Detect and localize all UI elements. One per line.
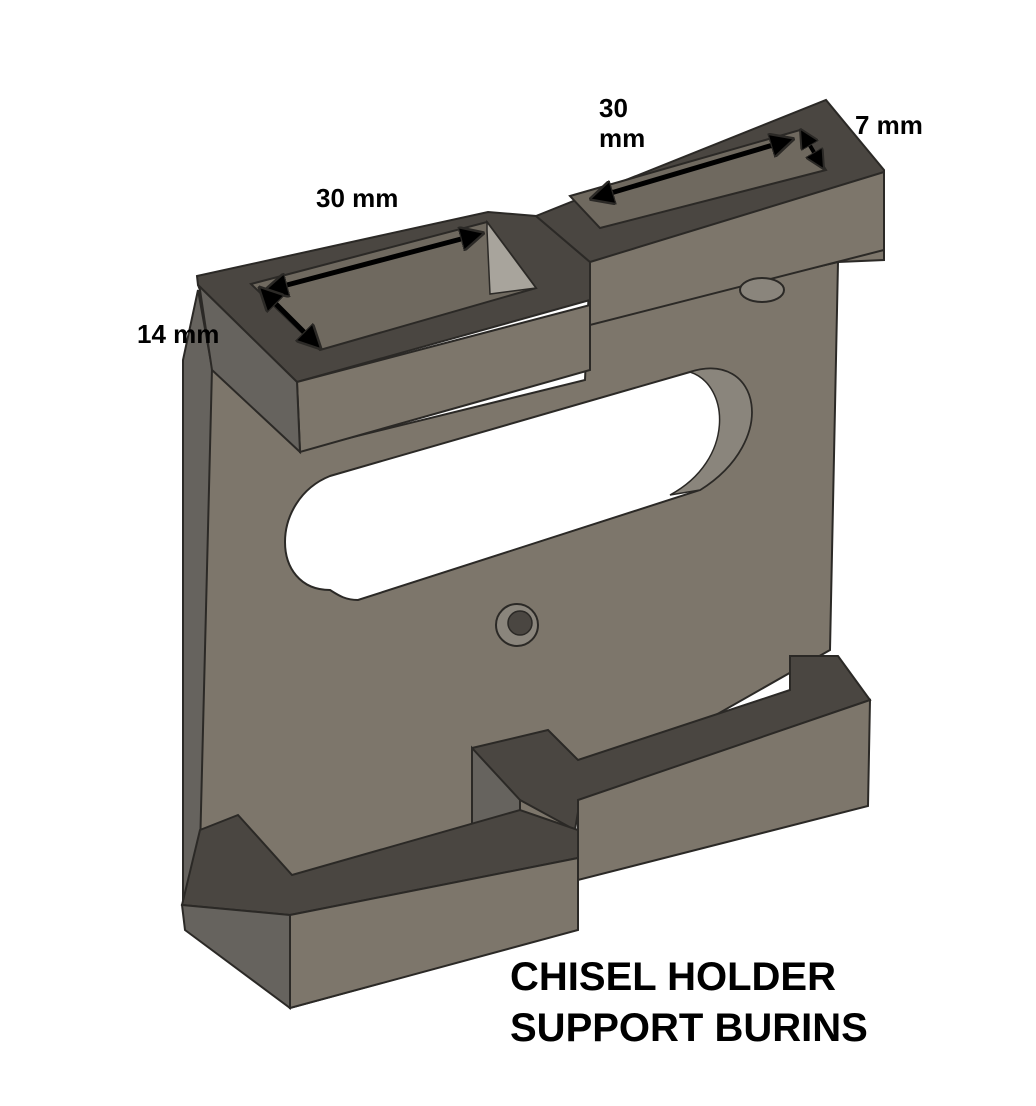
dimension-label-top-right-width: 7 mm [855,110,923,140]
dimension-label-top-left-width: 14 mm [137,319,220,349]
dimension-label-top-left-length: 30 mm [316,183,399,213]
dim-arrow-top-right-width [802,132,822,166]
screw-hole-top [739,277,785,303]
screw-hole-center-inner [507,610,533,636]
caption-line-1: CHISEL HOLDER [510,955,836,999]
caption-line-2: SUPPORT BURINS [510,1005,868,1050]
dim-arrow-top-right-length [594,140,790,198]
oval-cutout-wall [669,367,753,496]
top-left-holder-side [197,284,302,455]
dim-arrow-top-left-length [268,234,480,290]
caption: CHISEL HOLDER SUPPORT BURINS [510,952,868,1054]
dimension-label-top-right-length: 30 mm [599,93,646,153]
bottom-left-ledge-side [180,903,291,1010]
dim-arrow-top-left-width [262,290,318,346]
